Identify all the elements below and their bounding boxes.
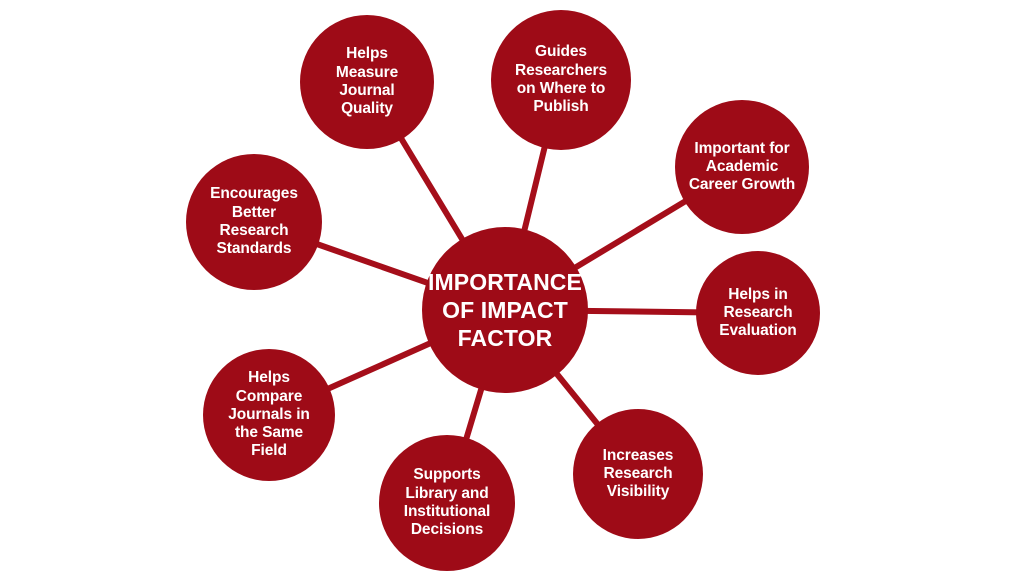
node-label-important-for-academic-career-growth: Important for Academic Career Growth [688, 139, 796, 194]
node-label-helps-in-research-evaluation: Helps in Research Evaluation [719, 285, 797, 340]
node-encourages-better-research-standards[interactable]: Encourages Better Research Standards [186, 154, 322, 290]
node-helps-in-research-evaluation[interactable]: Helps in Research Evaluation [696, 251, 820, 375]
edge-guides-researchers-on-where-to-publish [520, 139, 549, 239]
node-label-encourages-better-research-standards: Encourages Better Research Standards [210, 185, 298, 258]
edge-helps-compare-journals-in-the-same-field [320, 338, 438, 394]
node-helps-measure-journal-quality[interactable]: Helps Measure Journal Quality [300, 15, 434, 149]
node-label-supports-library-and-institutional-decisions: Supports Library and Institutional Decis… [403, 466, 491, 539]
node-label-guides-researchers-on-where-to-publish: Guides Researchers on Where to Publish [515, 43, 607, 116]
node-supports-library-and-institutional-decisions[interactable]: Supports Library and Institutional Decis… [379, 435, 515, 571]
node-important-for-academic-career-growth[interactable]: Important for Academic Career Growth [675, 100, 809, 234]
node-helps-compare-journals-in-the-same-field[interactable]: Helps Compare Journals in the Same Field [203, 349, 335, 481]
edge-helps-measure-journal-quality [395, 131, 469, 248]
node-label-increases-research-visibility: Increases Research Visibility [602, 446, 674, 501]
edge-supports-library-and-institutional-decisions [461, 380, 486, 447]
edge-helps-in-research-evaluation [578, 307, 706, 316]
edge-important-for-academic-career-growth [567, 195, 693, 274]
node-label-helps-measure-journal-quality: Helps Measure Journal Quality [335, 45, 399, 118]
node-center[interactable]: IMPORTANCE OF IMPACT FACTOR [422, 227, 588, 393]
edge-increases-research-visibility [550, 366, 604, 432]
edge-encourages-better-research-standards [309, 239, 436, 288]
node-guides-researchers-on-where-to-publish[interactable]: Guides Researchers on Where to Publish [491, 10, 631, 150]
node-increases-research-visibility[interactable]: Increases Research Visibility [573, 409, 703, 539]
node-label-helps-compare-journals-in-the-same-field: Helps Compare Journals in the Same Field [228, 369, 310, 460]
node-label-center: IMPORTANCE OF IMPACT FACTOR [428, 268, 582, 352]
